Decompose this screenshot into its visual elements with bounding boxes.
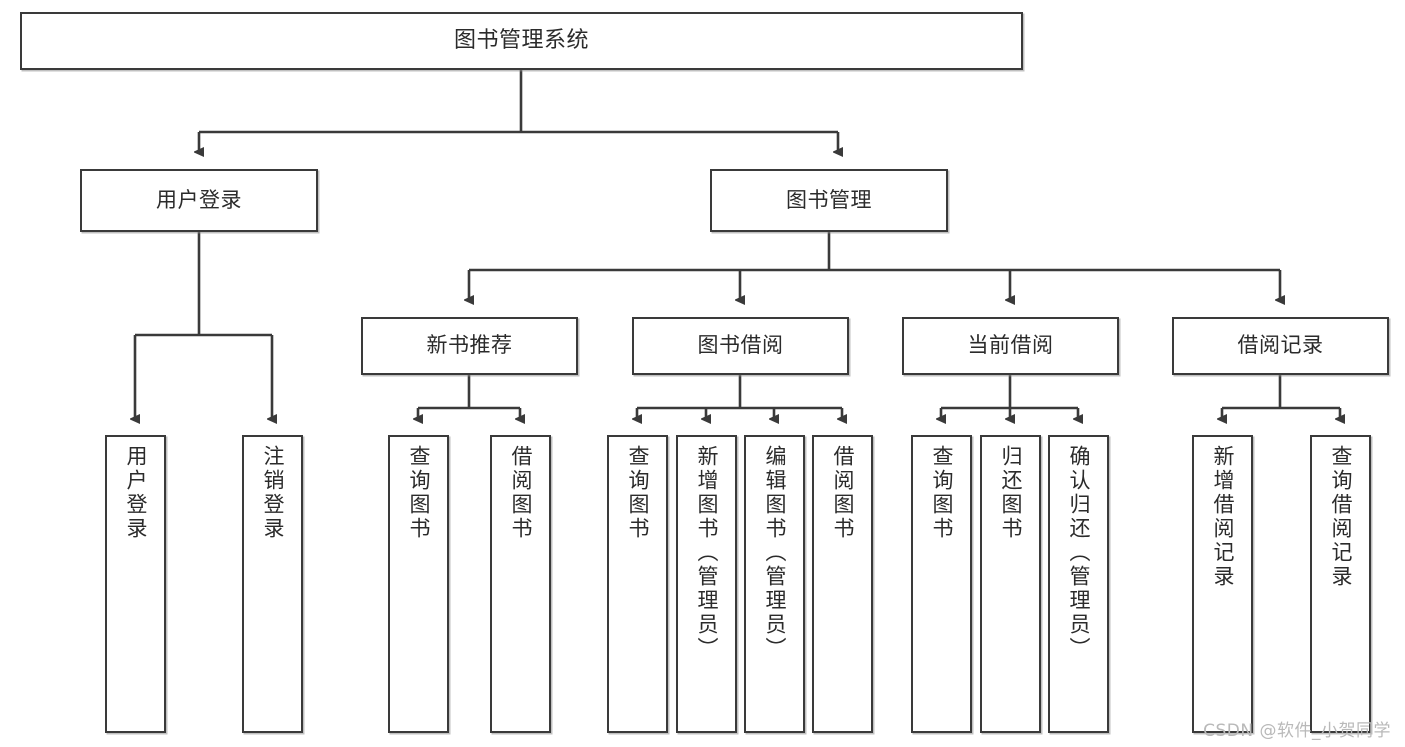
csdn-watermark: CSDN @软件_小贺同学 bbox=[1203, 721, 1391, 741]
leaf-new-book-borrow-book[interactable]: 借阅图书 bbox=[490, 435, 551, 733]
node-current-borrow[interactable]: 当前借阅 bbox=[902, 317, 1119, 375]
node-book-management[interactable]: 图书管理 bbox=[710, 169, 948, 232]
leaf-book-borrow-borrow-book[interactable]: 借阅图书 bbox=[812, 435, 873, 733]
node-label: 注销登录 bbox=[261, 445, 285, 541]
node-label: 归还图书 bbox=[999, 445, 1023, 541]
node-label: 借阅记录 bbox=[1237, 333, 1324, 358]
leaf-borrow-record-add-record[interactable]: 新增借阅记录 bbox=[1192, 435, 1253, 733]
leaf-current-borrow-return-book[interactable]: 归还图书 bbox=[980, 435, 1041, 733]
node-label: 借阅图书 bbox=[831, 445, 855, 541]
leaf-user-login-login[interactable]: 用户登录 bbox=[105, 435, 166, 733]
node-label: 查询图书 bbox=[930, 445, 954, 541]
node-label: 新增图书（管理员） bbox=[695, 445, 719, 661]
node-label: 确认归还（管理员） bbox=[1067, 445, 1091, 661]
leaf-book-borrow-query-book[interactable]: 查询图书 bbox=[607, 435, 668, 733]
node-label: 图书管理 bbox=[786, 187, 872, 212]
node-label: 查询借阅记录 bbox=[1329, 445, 1353, 589]
node-label: 用户登录 bbox=[156, 187, 242, 212]
node-new-book-recommend[interactable]: 新书推荐 bbox=[361, 317, 578, 375]
leaf-borrow-record-query-record[interactable]: 查询借阅记录 bbox=[1310, 435, 1371, 733]
node-label: 查询图书 bbox=[626, 445, 650, 541]
node-label: 新增借阅记录 bbox=[1211, 445, 1235, 589]
node-user-login[interactable]: 用户登录 bbox=[80, 169, 318, 232]
node-label: 新书推荐 bbox=[426, 333, 513, 358]
leaf-book-borrow-edit-book-admin[interactable]: 编辑图书（管理员） bbox=[744, 435, 805, 733]
leaf-book-borrow-add-book-admin[interactable]: 新增图书（管理员） bbox=[676, 435, 737, 733]
node-label: 图书管理系统 bbox=[453, 27, 589, 53]
node-borrow-record[interactable]: 借阅记录 bbox=[1172, 317, 1389, 375]
node-label: 查询图书 bbox=[407, 445, 431, 541]
node-root-system[interactable]: 图书管理系统 bbox=[20, 12, 1023, 70]
node-label: 图书借阅 bbox=[697, 333, 784, 358]
leaf-current-borrow-query-book[interactable]: 查询图书 bbox=[911, 435, 972, 733]
leaf-current-borrow-confirm-return-admin[interactable]: 确认归还（管理员） bbox=[1048, 435, 1109, 733]
node-book-borrow[interactable]: 图书借阅 bbox=[632, 317, 849, 375]
node-label: 借阅图书 bbox=[509, 445, 533, 541]
node-label: 当前借阅 bbox=[967, 333, 1054, 358]
node-label: 编辑图书（管理员） bbox=[763, 445, 787, 661]
leaf-user-login-logout[interactable]: 注销登录 bbox=[242, 435, 303, 733]
leaf-new-book-query-book[interactable]: 查询图书 bbox=[388, 435, 449, 733]
node-label: 用户登录 bbox=[124, 445, 148, 541]
